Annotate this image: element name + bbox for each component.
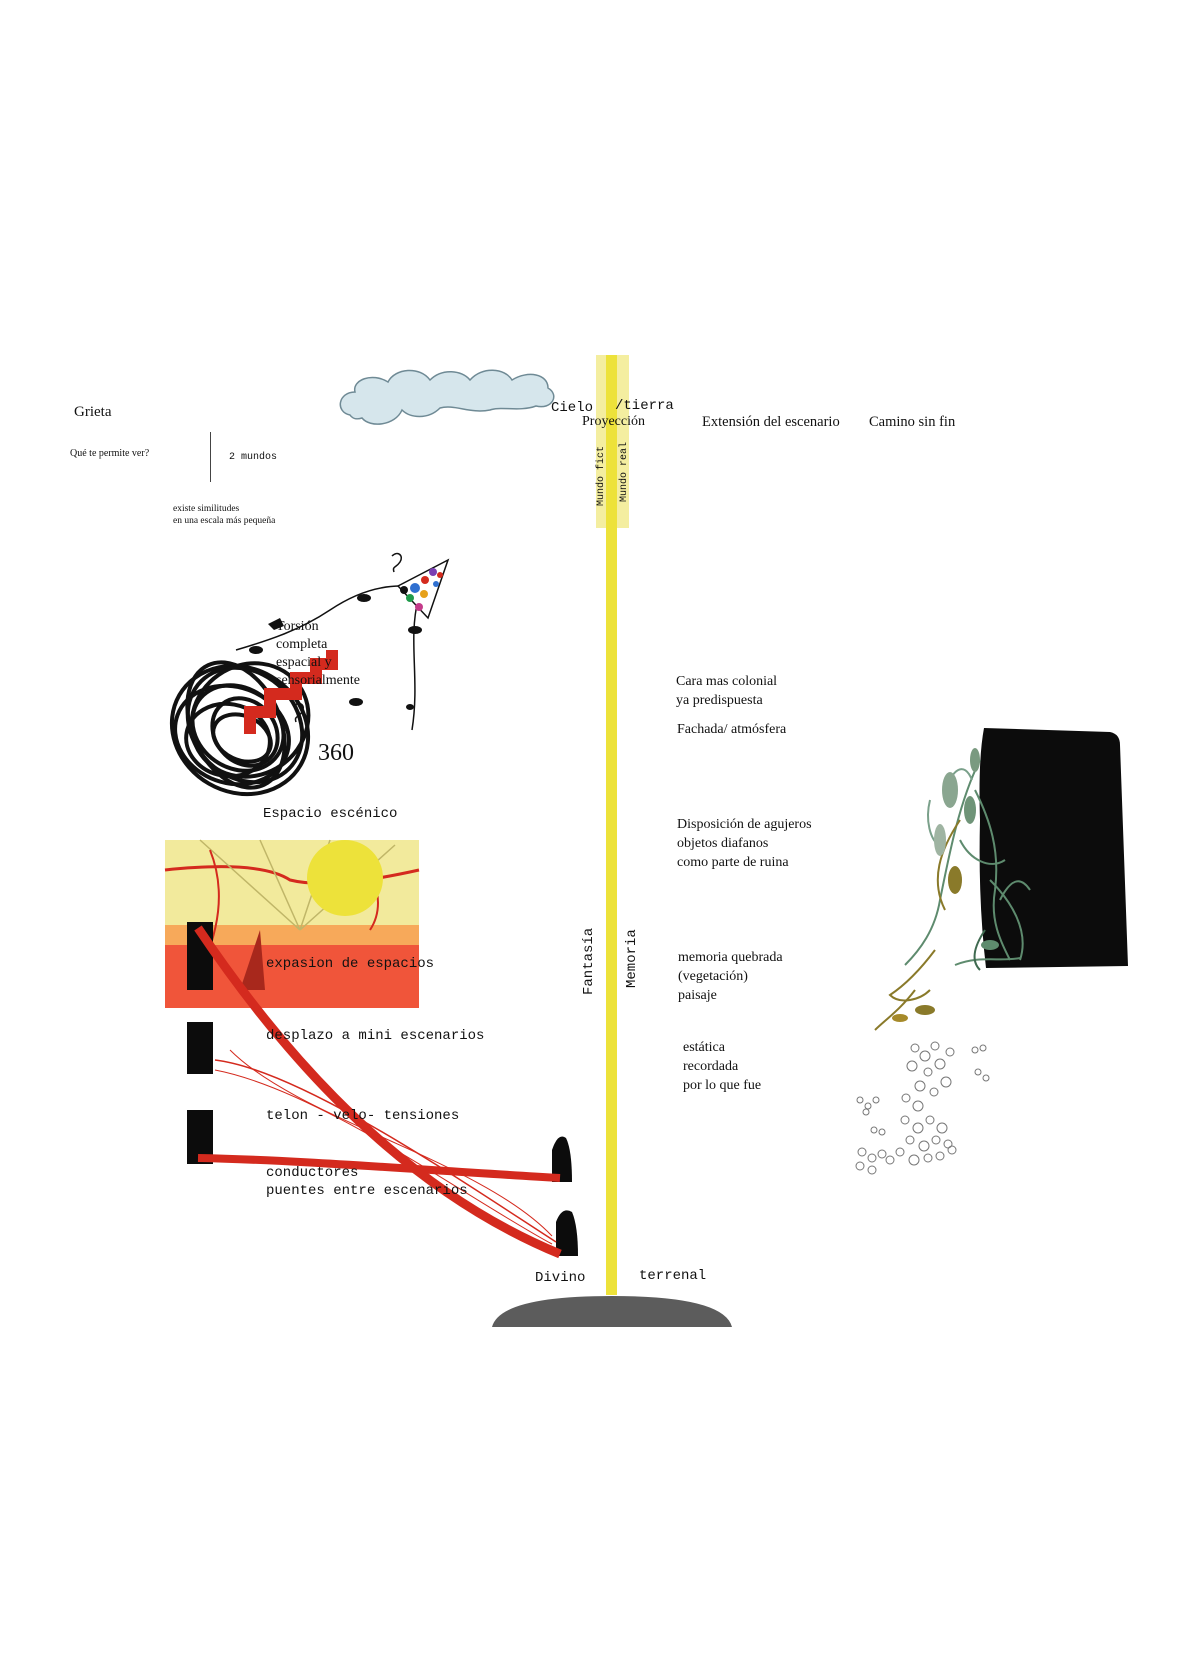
rubble-illustration <box>856 1042 989 1174</box>
memoria-quebrada-text: memoria quebrada (vegetación) paisaje <box>678 948 783 1005</box>
estatica-text: estática recordada por lo que fue <box>683 1038 761 1095</box>
camino-label: Camino sin fin <box>869 414 955 431</box>
ground-mound <box>492 1296 732 1327</box>
torsion-text: Torsión completa espacial y sensorialmen… <box>276 618 360 690</box>
displacement-label: desplazo a mini escenarios <box>266 1028 484 1044</box>
expansion-label: expasion de espacios <box>266 956 434 972</box>
grieta-label: Grieta <box>74 404 111 421</box>
similarities-text: existe similitudes en una escala más peq… <box>173 503 275 527</box>
extension-label: Extensión del escenario <box>702 414 840 431</box>
conductors-label: conductores puentes entre escenarios <box>266 1164 468 1200</box>
proyeccion-label: Proyección <box>582 414 645 430</box>
memoria-label: Memoria <box>624 929 640 988</box>
cloud-illustration <box>340 370 553 424</box>
mundo-real-label: Mundo real <box>619 442 630 502</box>
colonial-text: Cara mas colonial ya predispuesta <box>676 672 777 710</box>
terrenal-label: terrenal <box>639 1268 706 1284</box>
agujeros-text: Disposición de agujeros objetos diafanos… <box>677 815 812 872</box>
black-tab <box>187 1022 213 1074</box>
question-text: Qué te permite ver? <box>70 448 149 459</box>
divider-line <box>210 432 211 482</box>
degrees-label: 360 <box>318 740 354 767</box>
axis-line <box>606 355 617 1295</box>
black-facade <box>980 728 1129 968</box>
tierra-label: /tierra <box>615 398 674 414</box>
mundo-fict-label: Mundo fict <box>596 446 607 506</box>
fachada-text: Fachada/ atmósfera <box>677 722 786 738</box>
two-worlds-text: 2 mundos <box>229 452 277 463</box>
scenic-space-label: Espacio escénico <box>263 806 397 822</box>
divino-label: Divino <box>535 1270 585 1286</box>
curtain-label: telon - velo- tensiones <box>266 1108 459 1124</box>
fantasia-label: Fantasía <box>581 928 597 995</box>
